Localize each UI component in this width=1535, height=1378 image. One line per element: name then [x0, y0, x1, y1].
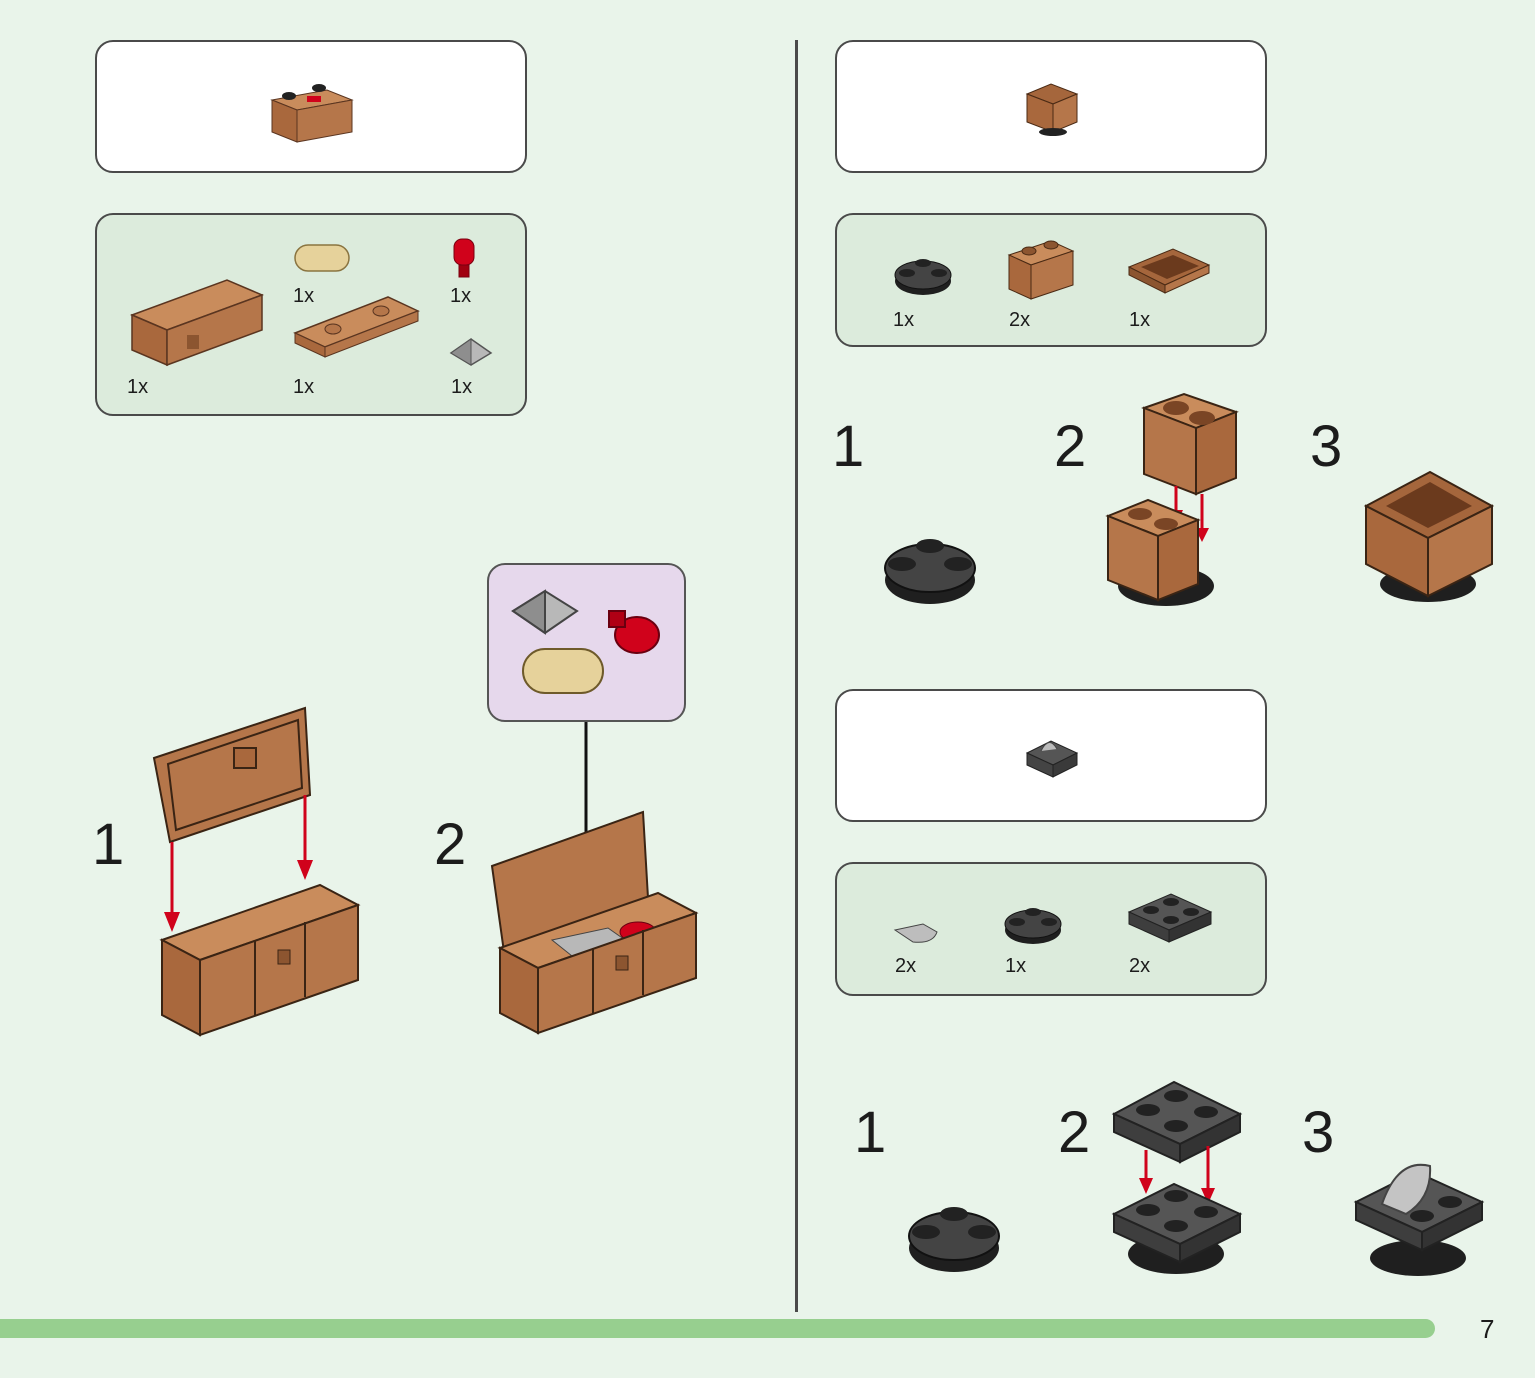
step-number: 1	[92, 812, 125, 877]
light-grey-curved-tile-part-icon	[893, 923, 938, 943]
stone-block-parts-list: 2x 1x 2x	[835, 862, 1267, 996]
dark-plate-2x2-part-icon	[1127, 893, 1213, 943]
parts-callout	[487, 563, 686, 722]
crafting-table-parts-list: 1x 2x 1x	[835, 213, 1267, 347]
stone-block-step3-illustration	[1353, 1163, 1485, 1276]
brown-brick-part-icon	[1007, 240, 1075, 300]
step-number: 1	[854, 1100, 887, 1165]
chest-lid-part-icon	[293, 296, 420, 358]
brown-grille-part-icon	[1127, 248, 1211, 294]
dark-round-plate-part-icon	[894, 259, 952, 295]
page-number: 7	[1480, 1314, 1495, 1344]
tan-tile-callout-icon	[522, 648, 604, 694]
chest-model-preview	[95, 40, 527, 173]
part-qty: 2x	[1009, 309, 1031, 331]
red-bottle-callout-icon	[608, 610, 660, 654]
dark-round-plate-part-icon	[1004, 908, 1062, 944]
part-qty: 1x	[450, 285, 472, 307]
page-divider	[795, 40, 798, 1312]
stone-block-step1-illustration	[908, 1207, 1000, 1272]
part-qty: 1x	[1129, 309, 1151, 331]
step-number: 2	[1054, 414, 1087, 479]
part-qty: 1x	[1005, 955, 1027, 977]
progress-bar	[0, 1319, 1435, 1338]
crafting-table-step1-illustration	[884, 539, 976, 604]
stone-block-model-preview	[835, 689, 1267, 822]
part-qty: 1x	[293, 285, 315, 307]
step-number: 1	[832, 414, 865, 479]
crafting-table-step2-illustration	[1105, 392, 1239, 606]
silver-pyramid-callout-icon	[511, 589, 579, 635]
part-qty: 1x	[127, 376, 149, 398]
stone-block-step2-illustration	[1111, 1080, 1243, 1274]
step-number: 2	[434, 812, 467, 877]
step-number: 2	[1058, 1100, 1091, 1165]
chest-step1-illustration	[152, 706, 361, 1037]
crafting-table-mini-icon	[1025, 83, 1079, 136]
part-qty: 2x	[895, 955, 917, 977]
tan-tile-part-icon	[294, 244, 350, 272]
chest-parts-list: 1x 1x 1x 1x 1x	[95, 213, 527, 416]
part-qty: 1x	[893, 309, 915, 331]
step-number: 3	[1302, 1100, 1335, 1165]
silver-pyramid-part-icon	[449, 338, 493, 366]
stone-block-mini-icon	[1025, 740, 1079, 778]
chest-mini-icon	[270, 84, 354, 143]
chest-base-part-icon	[129, 279, 265, 367]
crafting-table-step3-illustration	[1363, 470, 1495, 602]
crafting-table-model-preview	[835, 40, 1267, 173]
part-qty: 1x	[293, 376, 315, 398]
chest-step2-illustration	[490, 810, 699, 1035]
step-number: 3	[1310, 414, 1343, 479]
red-bottle-part-icon	[453, 238, 475, 278]
part-qty: 2x	[1129, 955, 1151, 977]
part-qty: 1x	[451, 376, 473, 398]
